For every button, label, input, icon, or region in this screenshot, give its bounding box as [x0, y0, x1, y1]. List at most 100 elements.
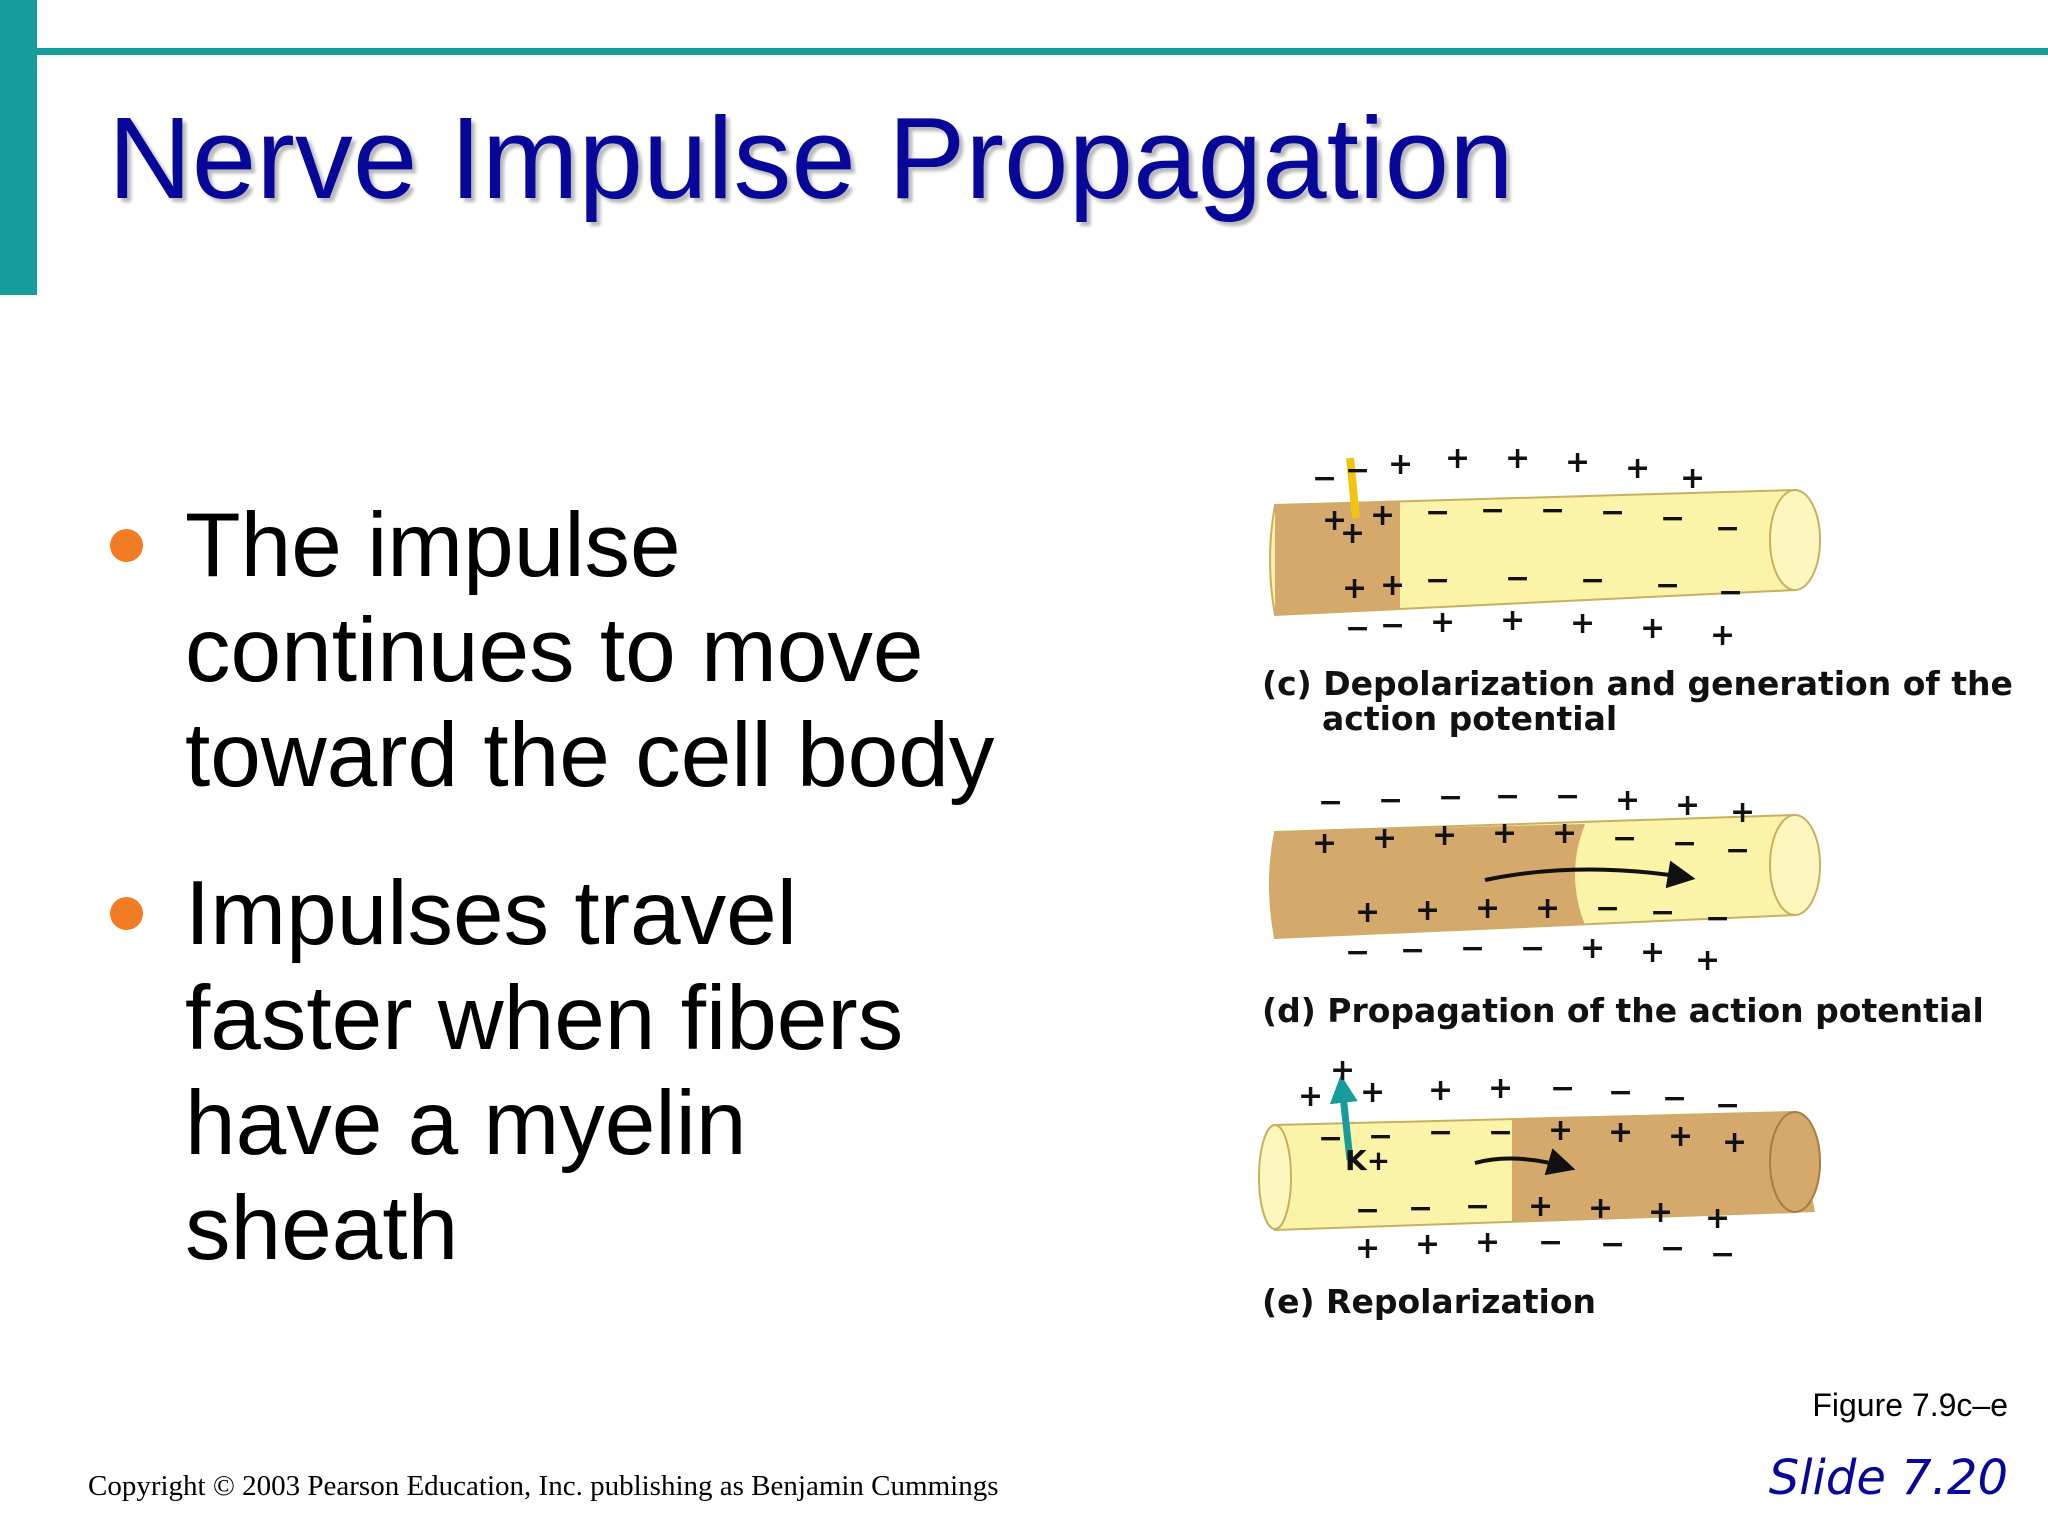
svg-text:+: +: [1668, 1119, 1693, 1154]
bullet-line: toward the cell body: [185, 705, 995, 806]
svg-text:−: −: [1380, 608, 1405, 643]
slide-title: Nerve Impulse Propagation: [108, 93, 1514, 223]
axon-panel-e: K+ +++++−−−− −−−−++++ −−−++++ +++−−−− (e…: [1258, 1053, 1821, 1321]
svg-text:+: +: [1488, 1071, 1513, 1106]
axon-diagram: −−++++++ +++−−−−−− ++−−−−− −−+++++ (c) D…: [1258, 441, 2013, 1321]
svg-text:−: −: [1580, 563, 1605, 598]
svg-text:−: −: [1345, 611, 1370, 646]
svg-text:−: −: [1428, 1115, 1453, 1150]
axon-panel-c: −−++++++ +++−−−−−− ++−−−−− −−+++++ (c) D…: [1262, 441, 2013, 738]
svg-text:+: +: [1388, 447, 1413, 482]
svg-text:+: +: [1500, 603, 1525, 638]
svg-text:−: −: [1715, 511, 1740, 546]
repolarization-arrow-icon: [1474, 1148, 1576, 1176]
svg-text:−: −: [1425, 563, 1450, 598]
accent-bar: [0, 0, 37, 295]
bullet-line: The impulse: [185, 495, 681, 596]
svg-text:−: −: [1555, 779, 1580, 814]
svg-text:−: −: [1345, 935, 1370, 970]
svg-text:+: +: [1565, 445, 1590, 480]
svg-text:+: +: [1380, 568, 1405, 603]
slide-number: Slide 7.20: [1768, 1450, 2008, 1506]
svg-text:+: +: [1570, 606, 1595, 641]
svg-text:+: +: [1675, 788, 1700, 823]
caption-d: (d) Propagation of the action potential: [1262, 991, 1984, 1030]
bullet-item: Impulses travel faster when fibers have …: [108, 861, 1128, 1281]
figure-reference: Figure 7.9c–e: [1812, 1387, 2008, 1423]
svg-text:+: +: [1355, 895, 1380, 930]
svg-text:+: +: [1355, 1231, 1380, 1266]
svg-text:−: −: [1705, 901, 1730, 936]
svg-text:−: −: [1662, 1081, 1687, 1116]
svg-text:+: +: [1615, 783, 1640, 818]
svg-text:+: +: [1298, 1079, 1323, 1114]
bullet-line: faster when fibers: [185, 968, 904, 1069]
svg-text:+: +: [1475, 1225, 1500, 1260]
svg-text:+: +: [1445, 441, 1470, 476]
svg-text:−: −: [1460, 931, 1485, 966]
bullet-line: have a myelin: [185, 1073, 747, 1174]
svg-text:+: +: [1588, 1191, 1613, 1226]
svg-text:−: −: [1608, 1075, 1633, 1110]
svg-text:+: +: [1528, 1189, 1553, 1224]
svg-text:+: +: [1722, 1125, 1747, 1160]
svg-text:+: +: [1705, 1201, 1730, 1236]
svg-text:−: −: [1438, 780, 1463, 815]
caption-e: (e) Repolarization: [1262, 1282, 1596, 1321]
svg-text:+: +: [1432, 818, 1457, 853]
svg-text:−: −: [1672, 826, 1697, 861]
propagation-arrow-icon: [1484, 860, 1696, 889]
svg-text:+: +: [1475, 891, 1500, 926]
svg-text:+: +: [1608, 1115, 1633, 1150]
svg-text:+: +: [1680, 461, 1705, 496]
svg-text:+: +: [1648, 1195, 1673, 1230]
svg-text:−: −: [1655, 568, 1680, 603]
potassium-label: K+: [1345, 1144, 1390, 1177]
svg-text:−: −: [1408, 1191, 1433, 1226]
svg-text:+: +: [1428, 1073, 1453, 1108]
axon-panel-d: −−−−−+++ +++++−−− ++++−−− −−−−+++ (d) Pr…: [1262, 779, 1984, 1030]
svg-text:+: +: [1535, 891, 1560, 926]
svg-text:−: −: [1318, 1121, 1343, 1156]
svg-text:+: +: [1625, 451, 1650, 486]
axon-figure: −−++++++ +++−−−−−− ++−−−−− −−+++++ (c) D…: [1250, 440, 2030, 1340]
svg-text:+: +: [1710, 618, 1735, 653]
svg-text:+: +: [1430, 605, 1455, 640]
svg-text:−: −: [1378, 783, 1403, 818]
svg-text:−: −: [1718, 575, 1743, 610]
svg-text:+: +: [1415, 1227, 1440, 1262]
svg-text:−: −: [1710, 1237, 1735, 1272]
svg-text:−: −: [1520, 931, 1545, 966]
svg-text:−: −: [1488, 1115, 1513, 1150]
svg-text:+: +: [1730, 795, 1755, 830]
svg-text:+: +: [1322, 503, 1347, 538]
svg-text:−: −: [1345, 453, 1370, 488]
svg-text:−: −: [1400, 933, 1425, 968]
bullet-line: continues to move: [185, 600, 924, 701]
svg-text:+: +: [1505, 441, 1530, 476]
svg-text:+: +: [1492, 816, 1517, 851]
svg-text:+: +: [1342, 571, 1367, 606]
svg-text:+: +: [1370, 498, 1395, 533]
svg-text:−: −: [1600, 495, 1625, 530]
svg-text:+: +: [1330, 1053, 1355, 1088]
bullet-line: Impulses travel: [185, 863, 797, 964]
svg-text:−: −: [1612, 821, 1637, 856]
svg-text:−: −: [1495, 779, 1520, 814]
svg-text:+: +: [1312, 826, 1337, 861]
svg-text:−: −: [1725, 833, 1750, 868]
bullet-dot-icon: [110, 897, 143, 930]
top-rule: [37, 48, 2048, 55]
svg-text:+: +: [1640, 611, 1665, 646]
svg-text:−: −: [1540, 493, 1565, 528]
bullet-dot-icon: [110, 529, 143, 562]
svg-text:−: −: [1595, 891, 1620, 926]
svg-text:+: +: [1695, 943, 1720, 978]
svg-text:−: −: [1480, 493, 1505, 528]
svg-text:+: +: [1360, 1075, 1385, 1110]
svg-text:−: −: [1505, 561, 1530, 596]
svg-text:−: −: [1600, 1227, 1625, 1262]
caption-c: (c) Depolarization and generation of the: [1262, 664, 2013, 703]
svg-text:−: −: [1318, 785, 1343, 820]
svg-text:+: +: [1415, 893, 1440, 928]
